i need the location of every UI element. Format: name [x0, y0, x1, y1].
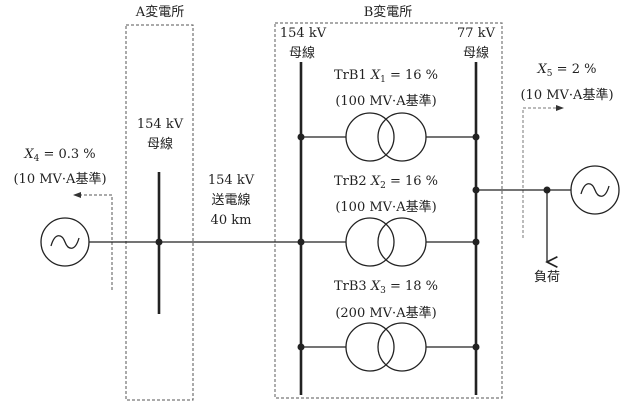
- bus-b-lv-label: 母線: [462, 46, 490, 61]
- substation-b-title: B変電所: [363, 5, 413, 20]
- line-label: 送電線: [211, 193, 251, 208]
- x5-base: (10 MV·A基準): [520, 88, 614, 103]
- line-length: 40 km: [210, 213, 252, 228]
- bus-b-hv-voltage: 154 kV: [279, 26, 327, 41]
- x4-dashed-pointer: [73, 192, 113, 290]
- trb3-base: (200 MV·A基準): [335, 306, 437, 321]
- x4-base: (10 MV·A基準): [13, 172, 107, 187]
- x5-label: X5 = 2 %: [537, 62, 597, 79]
- bus-b-lv-voltage: 77 kV: [457, 26, 495, 41]
- generator-right-icon: [570, 165, 620, 215]
- substation-b-box: [274, 22, 503, 399]
- substation-a-title: A変電所: [135, 5, 185, 20]
- generator-left-icon: [40, 217, 90, 267]
- load-label: 負荷: [533, 270, 561, 285]
- substation-a-box: [125, 24, 194, 401]
- trb2-base: (100 MV·A基準): [335, 200, 437, 215]
- x5-dashed-pointer: [522, 105, 564, 238]
- trb1-label: TrB1 X1 = 16 %: [333, 68, 439, 85]
- line-voltage: 154 kV: [207, 173, 255, 188]
- x4-label: X4 = 0.3 %: [24, 147, 96, 164]
- bus-a-voltage: 154 kV: [136, 117, 184, 132]
- transformer-trb2-icon: [297, 217, 480, 267]
- transformer-trb3-icon: [297, 322, 480, 372]
- bus-a-label: 母線: [146, 137, 174, 152]
- bus-b-hv-label: 母線: [288, 46, 316, 61]
- trb1-base: (100 MV·A基準): [335, 94, 437, 109]
- trb2-label: TrB2 X2 = 16 %: [333, 174, 439, 191]
- transformer-trb1-icon: [297, 112, 480, 162]
- node-77kv-out: [472, 186, 480, 194]
- trb3-label: TrB3 X3 = 18 %: [333, 279, 439, 296]
- node-a: [155, 238, 163, 246]
